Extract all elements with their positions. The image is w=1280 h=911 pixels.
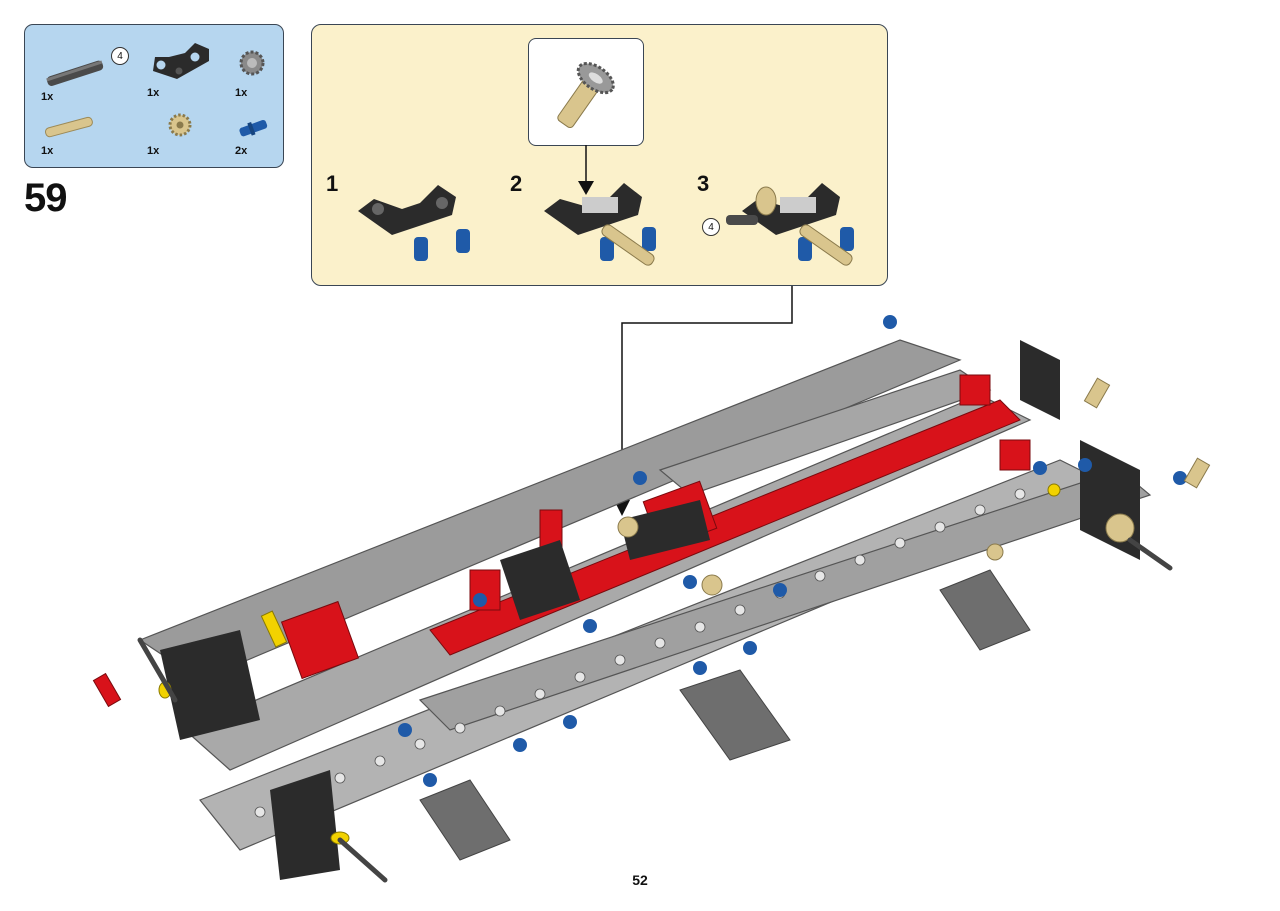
- part-axle: 1x: [41, 43, 121, 103]
- axle-icon: [46, 60, 104, 86]
- part-qty: 1x: [235, 87, 248, 99]
- bevel-gear-icon: [168, 113, 192, 137]
- callout-arrow: [578, 145, 594, 195]
- substep-label-1: 1: [326, 171, 339, 196]
- part-gear: 1x: [235, 39, 315, 99]
- step-number: 59: [24, 176, 67, 220]
- subassembly-box: 1 2 3 4: [311, 24, 888, 286]
- length-badge: 4: [111, 47, 129, 65]
- part-bevel-gear: 1x: [147, 97, 227, 157]
- length-badge: 4: [702, 218, 720, 236]
- substep-1-liftarm: [358, 185, 470, 261]
- part-qty: 1x: [147, 145, 160, 157]
- page-number: 52: [632, 872, 648, 888]
- part-blue-pin: 2x: [235, 97, 315, 157]
- substep-2-assembly: [544, 183, 656, 266]
- part-qty: 1x: [147, 87, 160, 99]
- part-tan-axle-pin: 1x: [41, 97, 121, 157]
- part-qty: 1x: [41, 91, 54, 103]
- part-bent-liftarm: 1x: [147, 39, 227, 99]
- gear-on-axle-icon: [557, 61, 615, 129]
- liftarm-icon: [153, 43, 209, 79]
- substep-3-assembly: [726, 183, 854, 266]
- placement-arrow: [621, 286, 793, 505]
- substep-label-2: 2: [510, 171, 523, 196]
- parts-list-box: 1x 4 1x 1x 1x 1x: [24, 24, 284, 168]
- callout-box: [528, 38, 644, 146]
- part-qty: 2x: [235, 145, 248, 157]
- substep-label-3: 3: [697, 171, 710, 196]
- part-qty: 1x: [41, 145, 54, 157]
- gear-icon: [239, 50, 265, 76]
- blue-pin-icon: [239, 119, 268, 137]
- tan-axle-pin-icon: [44, 116, 93, 138]
